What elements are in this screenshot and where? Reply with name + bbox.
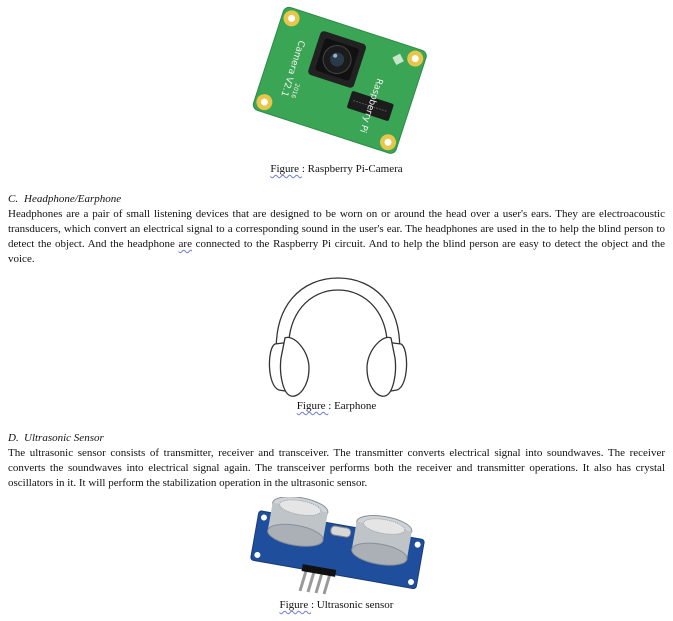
section-heading-headphone: C.Headphone/Earphone <box>8 193 122 205</box>
ultrasonic-paragraph: The ultrasonic sensor consists of transm… <box>8 447 665 489</box>
camera-caption-text: Raspberry Pi-Camera <box>307 163 403 175</box>
figure-word: Figure <box>279 599 311 611</box>
ultrasonic-caption: Figure : Ultrasonic sensor <box>279 599 394 611</box>
board-id-label: 2016 <box>289 82 300 99</box>
earphone-image <box>268 277 408 397</box>
section-heading-ultrasonic: D.Ultrasonic Sensor <box>8 432 104 444</box>
figure-word: Figure <box>270 163 302 175</box>
ultrasonic-caption-text: Ultrasonic sensor <box>316 599 394 611</box>
earphone-caption-text: Earphone <box>334 400 377 412</box>
camera-caption: Figure : Raspberry Pi-Camera <box>270 163 403 175</box>
raspberry-pi-camera-image: Raspberry Pi Camera V2.1 2016 <box>252 6 427 154</box>
earphone-caption: Figure : Earphone <box>296 400 377 412</box>
figure-word: Figure <box>296 400 329 412</box>
ultrasonic-sensor-image <box>250 497 425 595</box>
headphone-paragraph: Headphones are a pair of small listening… <box>8 208 665 265</box>
